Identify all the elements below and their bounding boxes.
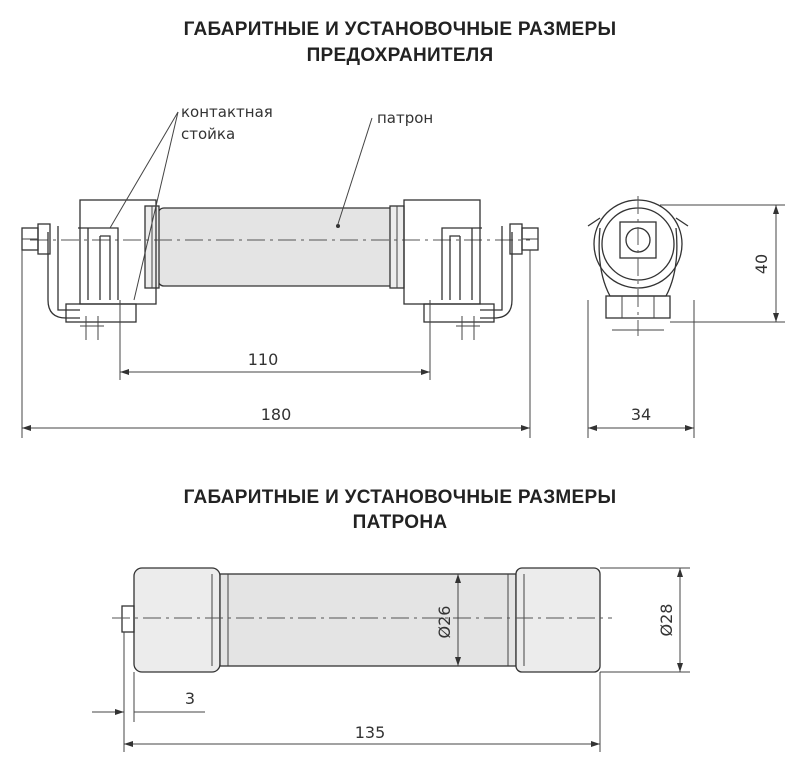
dim-40-text: 40 <box>752 254 771 274</box>
dim-d28-text: Ø28 <box>657 604 676 637</box>
cartridge-tube <box>219 573 517 667</box>
dim-180-text: 180 <box>261 405 292 424</box>
dim-135-text: 135 <box>355 723 386 742</box>
cartridge-side-view <box>92 567 690 752</box>
dim-34-text: 34 <box>631 405 651 424</box>
cartridge-cap-left <box>133 567 221 673</box>
dim-110-text: 110 <box>248 350 279 369</box>
cartridge-title-line1: ГАБАРИТНЫЕ И УСТАНОВОЧНЫЕ РАЗМЕРЫ <box>183 487 617 508</box>
leader-contact-post <box>109 111 179 229</box>
dim-d26-text: Ø26 <box>435 606 454 639</box>
cartridge-title-line2: ПАТРОНА <box>352 512 448 533</box>
label-contact-post-line1: контактная <box>181 103 273 121</box>
cartridge-contact-pin <box>121 605 135 633</box>
contact-post-left <box>21 199 157 340</box>
label-contact-post-line2: стойка <box>181 125 235 143</box>
contact-post-right <box>403 199 539 340</box>
leader-cartridge <box>337 117 373 225</box>
dim-3-text: 3 <box>185 689 195 708</box>
fuse-side-view <box>21 111 539 438</box>
cartridge-body <box>157 207 403 287</box>
fuse-title-line1: ГАБАРИТНЫЕ И УСТАНОВОЧНЫЕ РАЗМЕРЫ <box>183 19 617 40</box>
fuse-title-line2: ПРЕДОХРАНИТЕЛЯ <box>306 45 494 66</box>
fuse-end-view <box>587 196 785 438</box>
label-cartridge: патрон <box>377 109 433 127</box>
cartridge-cap-right <box>515 567 601 673</box>
